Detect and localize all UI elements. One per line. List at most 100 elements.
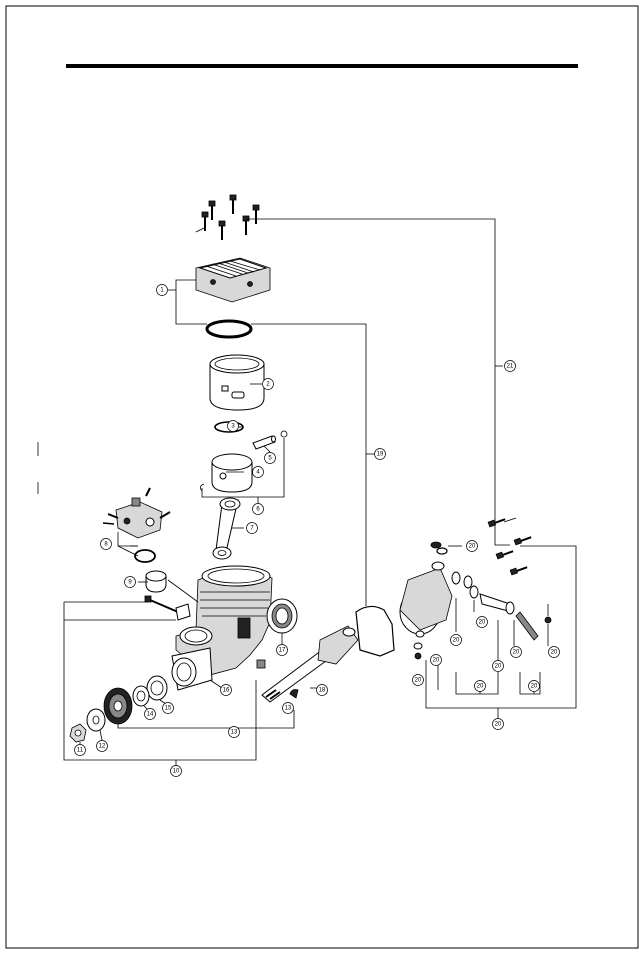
backplate-gasket: [355, 605, 395, 657]
callout-number: 12: [99, 744, 106, 750]
callout-c3: 3: [227, 420, 239, 432]
callout-c13a: 13: [228, 726, 240, 738]
callout-circle: [74, 744, 86, 756]
callout-c20g: 20: [510, 646, 522, 658]
prop-washer: [86, 708, 106, 732]
callout-number: 20: [477, 684, 484, 690]
callout-number: 14: [147, 712, 154, 718]
callout-c18: 18: [316, 684, 328, 696]
callout-number: 20: [531, 684, 538, 690]
callout-circle: [276, 644, 288, 656]
wrist-pin: [252, 430, 288, 450]
intake-insert: [145, 570, 167, 593]
callout-number: 6: [256, 507, 260, 513]
callout-circle: [264, 452, 276, 464]
callout-circle: [220, 684, 232, 696]
callout-number: 17: [279, 648, 286, 654]
callout-circle: [124, 576, 136, 588]
crankcase: [171, 565, 273, 691]
callout-circle: [170, 765, 182, 777]
callout-c20i: 20: [474, 680, 486, 692]
callout-circle: [374, 448, 386, 460]
callout-number: 8: [104, 542, 108, 548]
callout-c21: 21: [504, 360, 516, 372]
needle-bolt: [144, 595, 191, 621]
callout-number: 2: [266, 382, 270, 388]
callout-circle: [144, 708, 156, 720]
callout-c2: 2: [262, 378, 274, 390]
rear-housing-screws: [487, 517, 532, 576]
callout-number: 20: [513, 650, 520, 656]
leader-lines: [63, 218, 577, 766]
cylinder-head: [195, 257, 271, 303]
cylinder-liner: [209, 354, 265, 411]
callout-c16: 16: [220, 684, 232, 696]
callout-number: 21: [507, 364, 514, 370]
callout-number: 16: [223, 688, 230, 694]
callout-c5: 5: [264, 452, 276, 464]
callout-c1: 1: [156, 284, 168, 296]
callout-c19: 19: [374, 448, 386, 460]
callout-circle: [282, 702, 294, 714]
callout-number: 20: [495, 664, 502, 670]
callout-number: 20: [479, 620, 486, 626]
callout-c20h: 20: [548, 646, 560, 658]
callout-circle: [492, 718, 504, 730]
callout-circle: [246, 522, 258, 534]
callout-circle: [162, 702, 174, 714]
callout-circle: [262, 378, 274, 390]
callout-number: 13: [285, 706, 292, 712]
callout-number: 20: [415, 678, 422, 684]
callout-c7: 7: [246, 522, 258, 534]
callout-number: 4: [256, 470, 260, 476]
callout-number: 20: [469, 544, 476, 550]
callout-c8: 8: [100, 538, 112, 550]
callout-c14: 14: [144, 708, 156, 720]
callout-number: 1: [160, 288, 164, 294]
rear-housing-assembly: [399, 541, 453, 660]
callout-number: 11: [77, 748, 84, 754]
prop-nut: [69, 723, 87, 743]
callout-c20f: 20: [492, 660, 504, 672]
callout-circle: [528, 680, 540, 692]
callout-c20a: 20: [466, 540, 478, 552]
carburetor-o-ring: [134, 549, 156, 563]
callout-number: 20: [433, 658, 440, 664]
callout-circle: [548, 646, 560, 658]
callout-circle: [466, 540, 478, 552]
piston: [200, 453, 253, 493]
callout-circle: [504, 360, 516, 372]
callout-circle: [96, 740, 108, 752]
callout-circle: [510, 646, 522, 658]
callout-c20j: 20: [528, 680, 540, 692]
callout-c6: 6: [252, 503, 264, 515]
callout-number: 19: [377, 452, 384, 458]
rear-ball-bearing: [266, 598, 298, 634]
callout-c9: 9: [124, 576, 136, 588]
callout-c20b: 20: [450, 634, 462, 646]
callout-c20c: 20: [430, 654, 442, 666]
callout-circle: [492, 660, 504, 672]
callout-circle: [412, 674, 424, 686]
callout-number: 9: [128, 580, 132, 586]
callout-circle: [474, 680, 486, 692]
callout-number: 18: [319, 688, 326, 694]
rear-small-parts: [451, 571, 552, 641]
callout-c11: 11: [74, 744, 86, 756]
callout-number: 5: [268, 456, 272, 462]
callout-circle: [252, 503, 264, 515]
callout-number: 15: [165, 706, 172, 712]
callout-c17: 17: [276, 644, 288, 656]
callout-number: 20: [551, 650, 558, 656]
callout-c20e: 20: [476, 616, 488, 628]
header-rule: [66, 64, 578, 68]
callout-circle: [156, 284, 168, 296]
callout-circle: [450, 634, 462, 646]
callout-number: 20: [495, 722, 502, 728]
crankshaft: [261, 625, 359, 703]
connecting-rod: [212, 497, 241, 560]
callout-number: 7: [250, 526, 254, 532]
front-ball-bearing: [146, 675, 168, 701]
callout-c10: 10: [170, 765, 182, 777]
callout-circle: [430, 654, 442, 666]
